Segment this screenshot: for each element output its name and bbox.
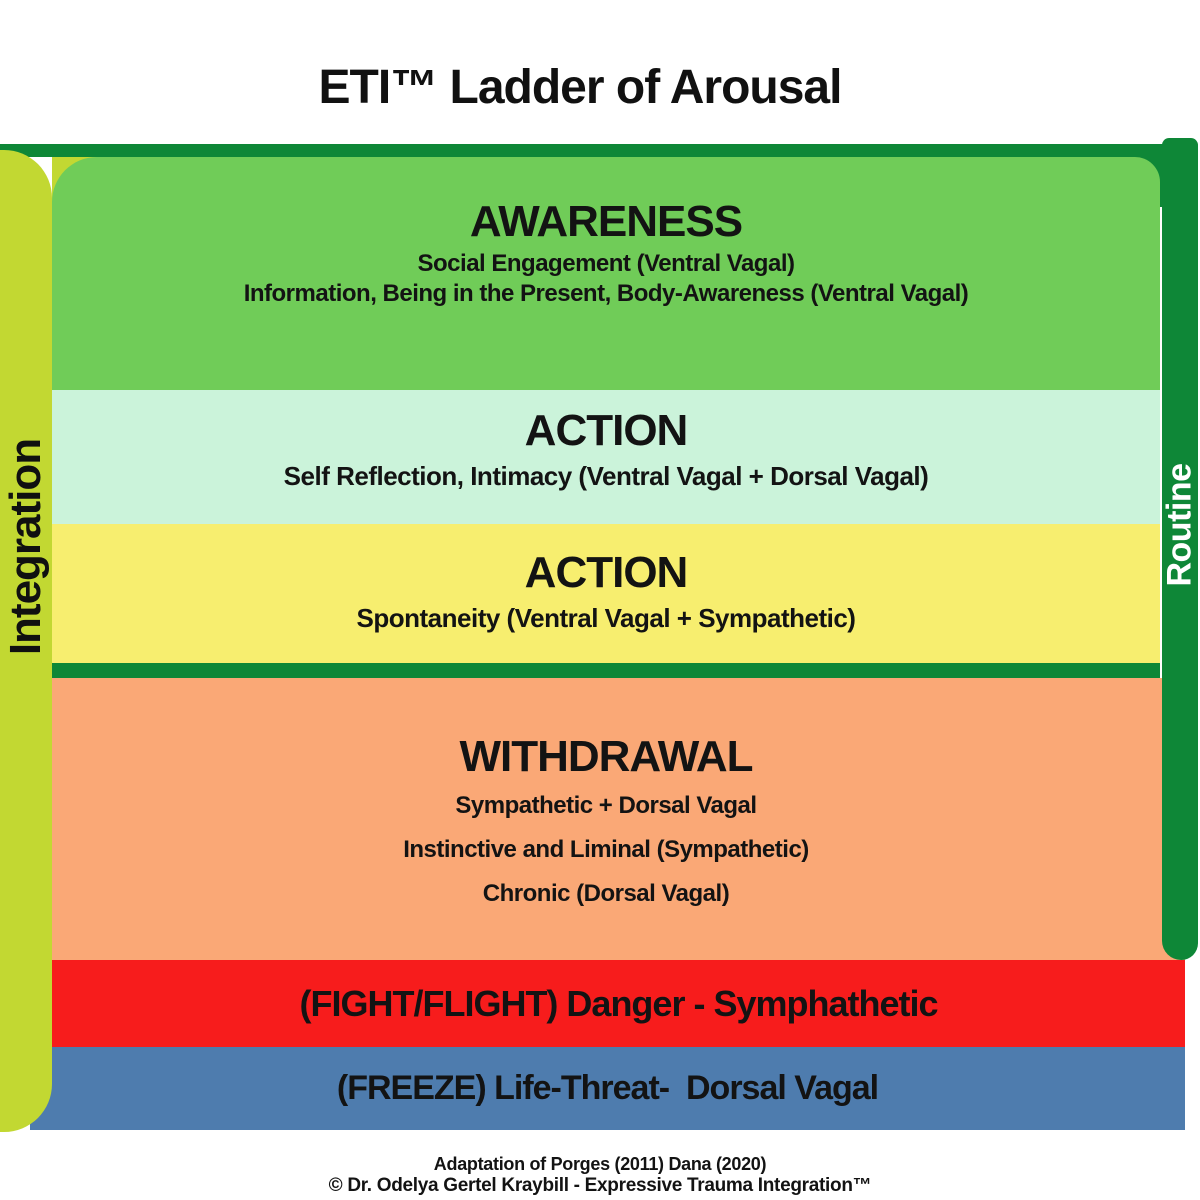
rung-awareness: AWARENESS Social Engagement (Ventral Vag… <box>52 157 1160 390</box>
integration-rail-label: Integration <box>1 438 50 656</box>
rung-fight-flight: (FIGHT/FLIGHT) Danger - Symphathetic <box>52 960 1185 1047</box>
rung-action-spontaneous-heading: ACTION <box>524 548 689 597</box>
rung-fight-flight-label: (FIGHT/FLIGHT) Danger - Symphathetic <box>299 982 938 1024</box>
rung-freeze-label: (FREEZE) Life-Threat- Dorsal Vagal <box>336 1069 879 1107</box>
rung-action-reflective-line: Self Reflection, Intimacy (Ventral Vagal… <box>283 461 929 491</box>
rung-freeze: (FREEZE) Life-Threat- Dorsal Vagal <box>30 1047 1185 1130</box>
footer: Adaptation of Porges (2011) Dana (2020) … <box>0 1153 1200 1197</box>
ladder-rung-stack: AWARENESS Social Engagement (Ventral Vag… <box>52 157 1160 960</box>
rung-action-spontaneous-line: Spontaneity (Ventral Vagal + Sympathetic… <box>356 603 856 633</box>
footer-attribution: Adaptation of Porges (2011) Dana (2020) <box>433 1154 767 1174</box>
ladder-divider <box>52 663 1160 678</box>
rung-withdrawal-heading: WITHDRAWAL <box>459 732 753 781</box>
integration-rail: Integration <box>0 150 52 1132</box>
page-title: ETI™ Ladder of Arousal <box>318 61 843 114</box>
rung-awareness-heading: AWARENESS <box>469 197 743 246</box>
routine-rail: Routine <box>1160 138 1199 960</box>
rung-action-reflective: ACTION Self Reflection, Intimacy (Ventra… <box>52 390 1160 524</box>
routine-rail-label: Routine <box>1160 463 1199 587</box>
rung-withdrawal-line: Chronic (Dorsal Vagal) <box>482 880 730 907</box>
footer-copyright: © Dr. Odelya Gertel Kraybill - Expressiv… <box>328 1175 872 1196</box>
frame-top-bar <box>0 144 1198 157</box>
rung-awareness-line: Information, Being in the Present, Body-… <box>243 280 969 307</box>
rung-action-reflective-heading: ACTION <box>524 406 689 455</box>
rung-action-spontaneous: ACTION Spontaneity (Ventral Vagal + Symp… <box>52 524 1160 663</box>
rung-withdrawal-line: Instinctive and Liminal (Sympathetic) <box>403 836 809 863</box>
rung-awareness-line: Social Engagement (Ventral Vagal) <box>417 250 795 277</box>
rung-withdrawal-line: Sympathetic + Dorsal Vagal <box>455 792 757 819</box>
rung-withdrawal: WITHDRAWAL Sympathetic + Dorsal Vagal In… <box>52 678 1160 960</box>
